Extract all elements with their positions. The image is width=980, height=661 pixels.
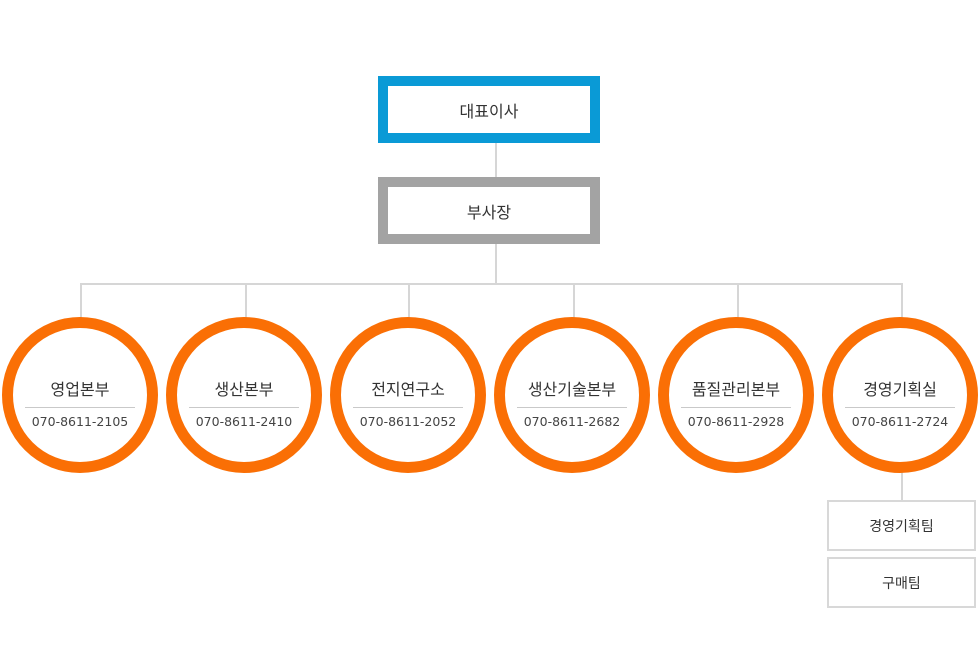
division-divider bbox=[353, 407, 463, 408]
division-quality: 품질관리본부 070-8611-2928 bbox=[658, 317, 814, 473]
connector-drop-6 bbox=[901, 283, 903, 319]
connector-drop-3 bbox=[408, 283, 410, 319]
connector-drop-2 bbox=[245, 283, 247, 319]
division-phone: 070-8611-2928 bbox=[687, 414, 785, 429]
division-phone: 070-8611-2410 bbox=[195, 414, 293, 429]
division-phone: 070-8611-2105 bbox=[31, 414, 129, 429]
division-production-tech: 생산기술본부 070-8611-2682 bbox=[494, 317, 650, 473]
division-name: 품질관리본부 bbox=[691, 380, 781, 399]
division-divider bbox=[845, 407, 955, 408]
division-divider bbox=[189, 407, 299, 408]
connector-drop-4 bbox=[573, 283, 575, 319]
division-name: 경영기획실 bbox=[863, 380, 937, 399]
ceo-label: 대표이사 bbox=[459, 101, 519, 121]
division-name: 전지연구소 bbox=[371, 380, 445, 399]
vice-president-box: 부사장 bbox=[378, 177, 600, 244]
team-label: 구매팀 bbox=[882, 575, 921, 592]
vice-president-label: 부사장 bbox=[466, 202, 512, 222]
division-name: 생산기술본부 bbox=[527, 380, 617, 399]
connector-drop-5 bbox=[737, 283, 739, 319]
connector-drop-1 bbox=[80, 283, 82, 319]
division-phone: 070-8611-2682 bbox=[523, 414, 621, 429]
connector-vp-down bbox=[495, 244, 497, 284]
division-management-planning: 경영기획실 070-8611-2724 bbox=[822, 317, 978, 473]
division-divider bbox=[681, 407, 791, 408]
division-phone: 070-8611-2724 bbox=[851, 414, 949, 429]
ceo-box: 대표이사 bbox=[378, 76, 600, 143]
connector-horizontal bbox=[80, 283, 903, 285]
connector-teams bbox=[901, 471, 903, 501]
division-phone: 070-8611-2052 bbox=[359, 414, 457, 429]
division-divider bbox=[25, 407, 135, 408]
team-label: 경영기획팀 bbox=[869, 518, 934, 535]
division-name: 생산본부 bbox=[214, 380, 274, 399]
division-sales: 영업본부 070-8611-2105 bbox=[2, 317, 158, 473]
division-battery-lab: 전지연구소 070-8611-2052 bbox=[330, 317, 486, 473]
team-management-planning: 경영기획팀 bbox=[827, 500, 976, 551]
connector-ceo-vp bbox=[495, 143, 497, 177]
division-divider bbox=[517, 407, 627, 408]
division-production: 생산본부 070-8611-2410 bbox=[166, 317, 322, 473]
division-name: 영업본부 bbox=[50, 380, 110, 399]
team-purchasing: 구매팀 bbox=[827, 557, 976, 608]
